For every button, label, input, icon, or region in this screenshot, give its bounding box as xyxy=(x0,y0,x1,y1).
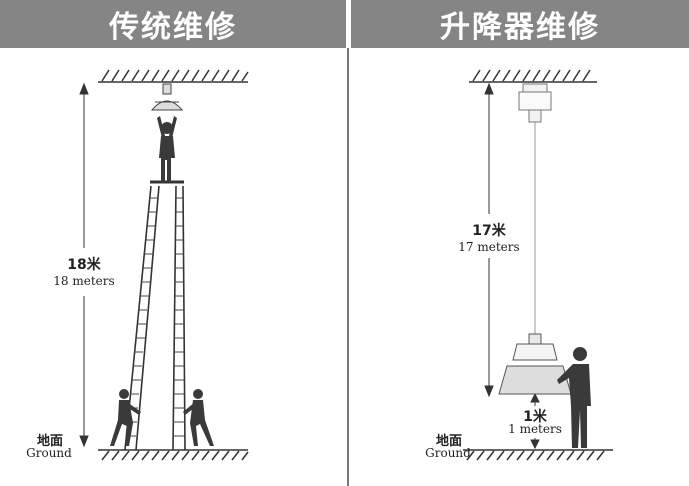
ground-label-cn: 地面 xyxy=(435,434,462,449)
lifter-unit xyxy=(518,83,552,123)
worker-standing xyxy=(557,347,591,448)
ground-hatch xyxy=(463,449,613,461)
height-label-cn: 18米 xyxy=(67,257,101,273)
height-dimension-arrow xyxy=(79,82,89,448)
right-helper-person xyxy=(183,389,214,446)
left-panel-title: 传统维修 xyxy=(0,0,346,48)
ladder-rungs xyxy=(126,197,185,437)
traditional-maintenance-panel: 18米 18 meters 地面 Ground xyxy=(0,48,346,486)
ground-hatch xyxy=(98,449,249,461)
lifter-maintenance-illustration xyxy=(463,69,613,461)
ground-label-cn: 地面 xyxy=(36,434,63,449)
ground-label-en: Ground xyxy=(26,446,72,460)
ceiling-lamp xyxy=(150,83,184,111)
ceiling-hatch xyxy=(469,69,597,83)
lowered-lamp xyxy=(498,333,572,395)
lower-height-label-cn: 1米 xyxy=(523,409,547,425)
lower-height-label-en: 1 meters xyxy=(508,422,562,436)
ground-label-en: Ground xyxy=(425,446,471,460)
upper-height-label-cn: 17米 xyxy=(472,223,506,239)
lifter-maintenance-panel: 17米 17 meters 1米 1 meters 地面 Ground xyxy=(351,48,689,486)
lower-height-dimension-arrow xyxy=(530,392,540,450)
traditional-maintenance-illustration xyxy=(79,69,249,461)
upper-height-label-en: 17 meters xyxy=(458,240,520,254)
worker-on-ladder xyxy=(157,116,177,182)
left-helper-person xyxy=(110,389,141,446)
right-panel-title: 升降器维修 xyxy=(351,0,689,48)
tall-ladders xyxy=(124,180,186,451)
height-label-en: 18 meters xyxy=(53,274,115,288)
panel-divider xyxy=(347,48,349,486)
ceiling-hatch xyxy=(98,69,249,83)
upper-height-dimension-arrow xyxy=(484,82,494,398)
